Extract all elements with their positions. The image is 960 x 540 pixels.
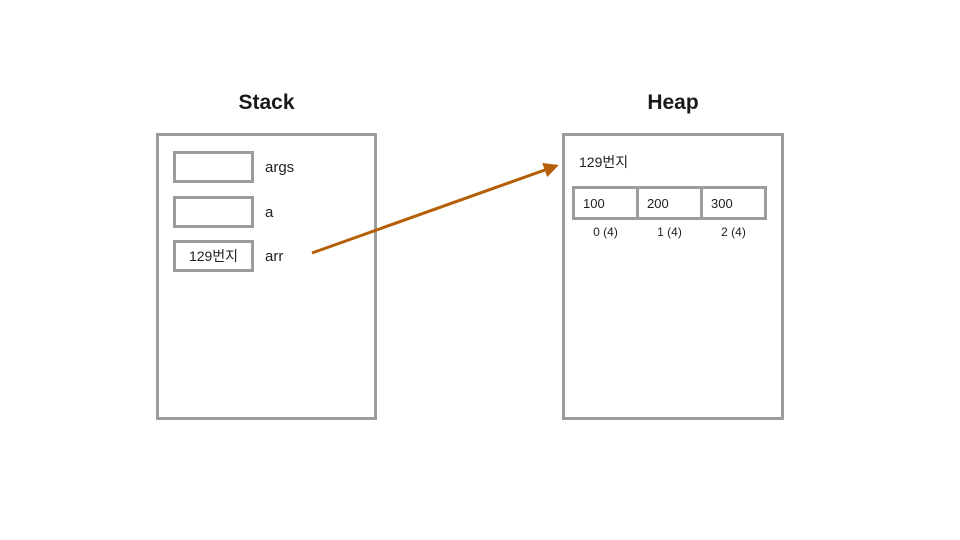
heap-array-cell-0-value: 100 (583, 195, 605, 211)
heap-array-cell-1: 200 (636, 186, 703, 220)
heap-array-index-0: 0 (4) (593, 225, 618, 239)
heap-array-cell-2-value: 300 (711, 195, 733, 211)
heap-array-cell-1-value: 200 (647, 195, 669, 211)
heap-address-label: 129번지 (579, 154, 629, 170)
stack-slot-arr-label: arr (265, 247, 284, 265)
heap-array-index-2: 2 (4) (721, 225, 746, 239)
heap-box: 129번지 100 200 300 0 (4) 1 (4) 2 (4) (562, 133, 784, 420)
heap-title: Heap (647, 91, 699, 114)
heap-array-index-row: 0 (4) 1 (4) 2 (4) (572, 224, 767, 240)
stack-slot-args-label: args (265, 158, 295, 176)
stack-slot-a-label: a (265, 203, 274, 221)
heap-array-cell-2: 300 (700, 186, 767, 220)
heap-array: 100 200 300 (572, 186, 767, 220)
heap-array-cell-0: 100 (572, 186, 639, 220)
stack-slot-args-box (173, 151, 254, 183)
stack-title: Stack (238, 91, 295, 114)
stack-slot-a-box (173, 196, 254, 228)
heap-array-index-1: 1 (4) (657, 225, 682, 239)
stack-slot-arr-box: 129번지 (173, 240, 254, 272)
stack-slot-arr-value: 129번지 (188, 248, 239, 264)
stack-frame-box: args a 129번지 arr (156, 133, 377, 420)
